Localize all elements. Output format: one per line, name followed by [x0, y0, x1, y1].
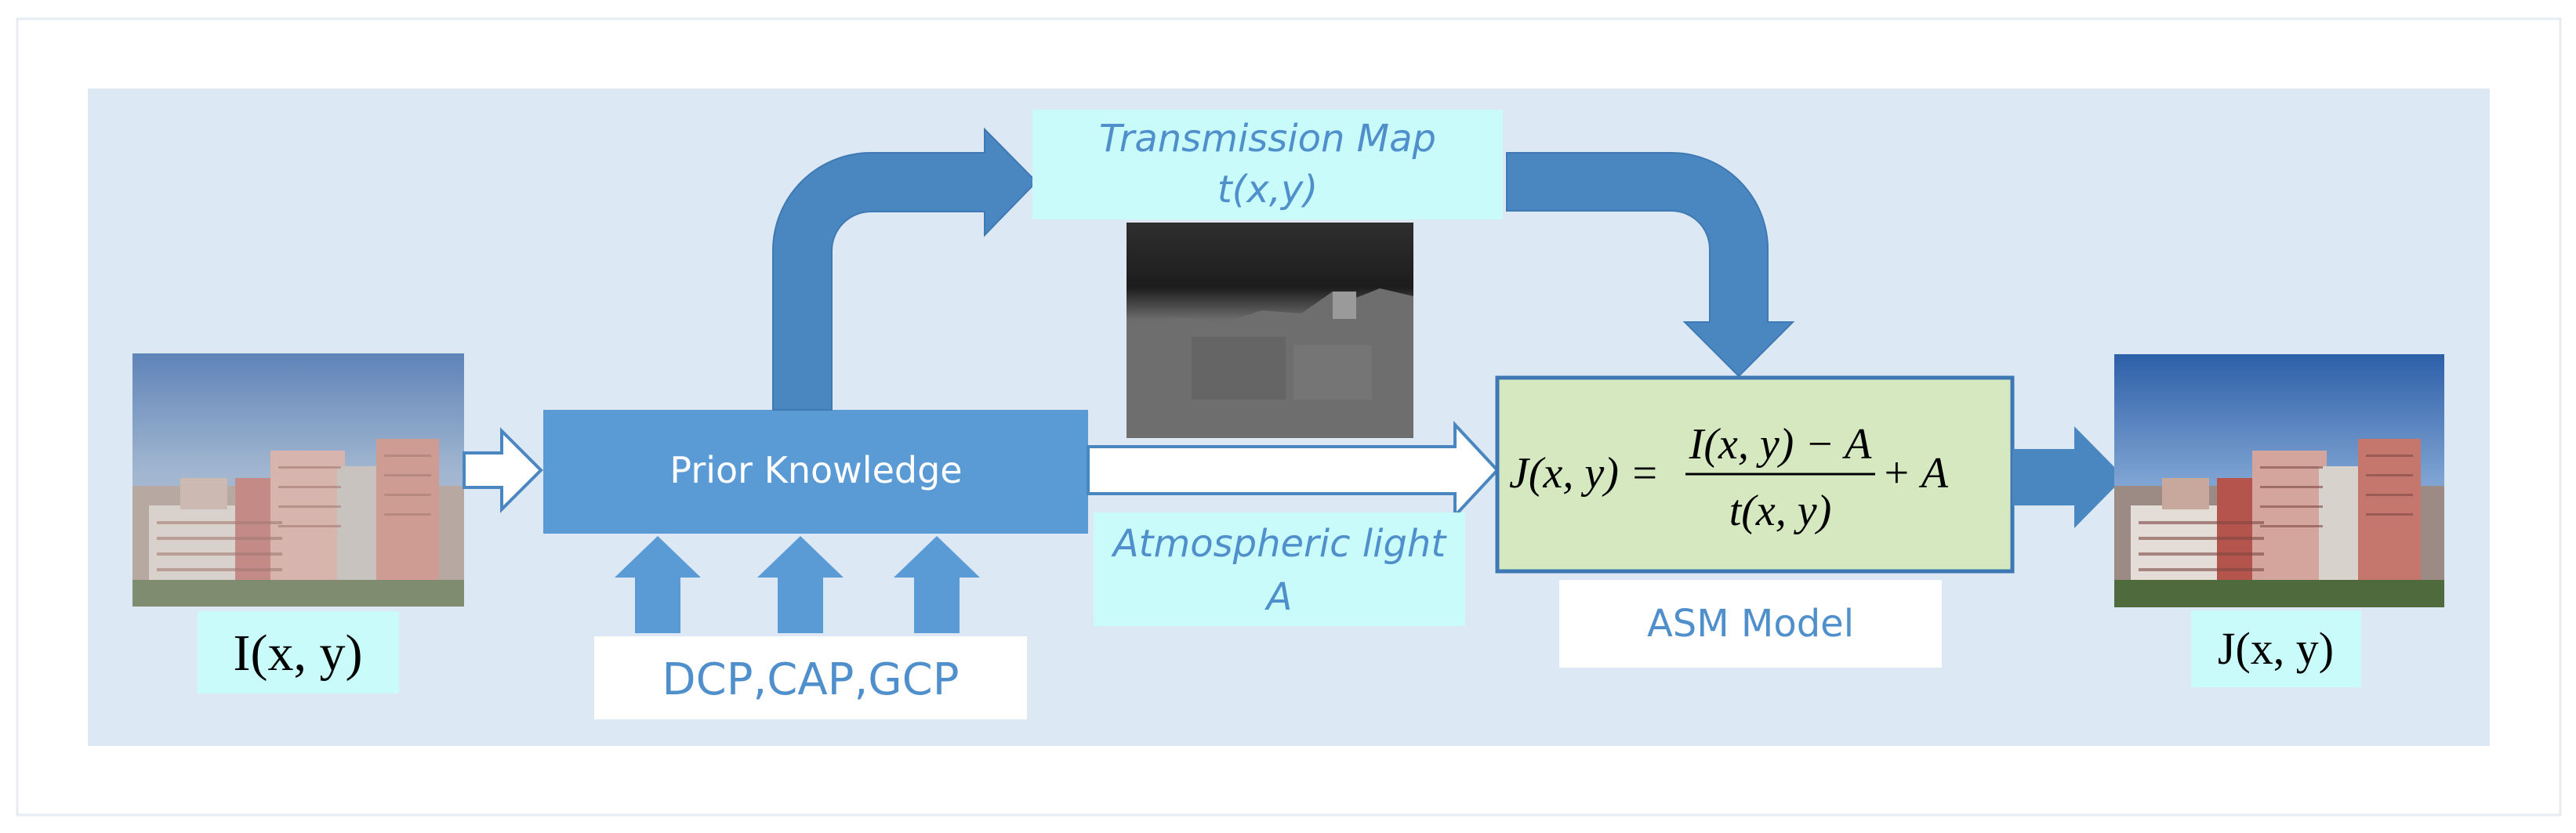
prior-knowledge-box	[543, 410, 1088, 534]
atmospheric-label-box	[1094, 512, 1465, 626]
arrow-asm-to-output	[2012, 426, 2124, 528]
asm-model-label: ASM Model	[1647, 602, 1854, 646]
priors-label: DCP,CAP,GCP	[662, 654, 959, 705]
input-hazy-photo	[132, 353, 464, 607]
asm-equation: J(x, y) = I(x, y) − A t(x, y) + A	[1509, 420, 1949, 535]
input-label: I(x, y)	[234, 625, 363, 682]
arrow-transmission-to-asm	[1506, 152, 1795, 378]
equation-tail: + A	[1881, 449, 1949, 498]
equation-numerator: I(x, y) − A	[1689, 420, 1872, 469]
output-dehazed-photo	[2114, 354, 2444, 607]
arrow-input-to-prior	[463, 427, 543, 513]
transmission-variable: t(x,y)	[1217, 168, 1318, 212]
arrow-prior-to-transmission	[772, 127, 1038, 411]
transmission-map-image	[1127, 223, 1413, 438]
arrow-prior-to-asm	[1087, 420, 1500, 520]
equation-lhs: J(x, y) =	[1509, 449, 1660, 498]
output-label-box	[2191, 610, 2361, 687]
equation-denominator: t(x, y)	[1729, 487, 1832, 535]
input-label-box	[198, 611, 399, 694]
prior-input-arrows	[615, 536, 980, 633]
atmospheric-title: Atmospheric light	[1111, 522, 1447, 566]
priors-box	[594, 636, 1027, 719]
transmission-title: Transmission Map	[1099, 117, 1436, 161]
transmission-label-box	[1032, 110, 1503, 219]
asm-model-box	[1559, 580, 1942, 668]
prior-knowledge-label: Prior Knowledge	[669, 449, 962, 491]
atmospheric-variable: A	[1264, 575, 1293, 619]
output-label: J(x, y)	[2218, 623, 2334, 674]
